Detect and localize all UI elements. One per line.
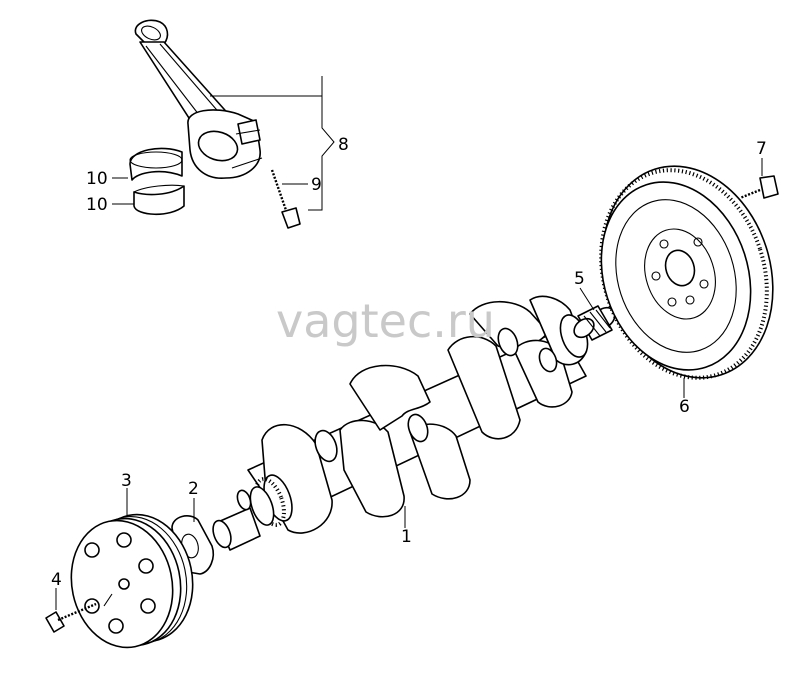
watermark: vagtec.ru [276, 294, 495, 348]
callout-10-upper: 10 [86, 169, 108, 189]
leader-lines [55, 158, 763, 610]
callout-6: 6 [679, 397, 690, 417]
crankshaft [212, 295, 589, 551]
callout-4: 4 [51, 570, 62, 590]
flywheel [599, 165, 774, 380]
bracket-8 [210, 76, 335, 211]
callout-2: 2 [188, 479, 199, 499]
callout-9: 9 [311, 175, 322, 195]
pulley-bolt [45, 602, 97, 633]
callout-1: 1 [401, 527, 412, 547]
connecting-rod [134, 19, 263, 179]
flywheel-bolt [739, 175, 779, 200]
needle-bearing [573, 305, 616, 341]
belt-pulley [70, 513, 194, 649]
callout-7: 7 [756, 139, 767, 159]
callout-10-lower: 10 [86, 195, 108, 215]
bearing-shell-lower [133, 184, 185, 216]
callout-5: 5 [574, 269, 585, 289]
callout-8: 8 [338, 135, 349, 155]
conrod-bolt [270, 169, 301, 229]
bearing-shell-upper [129, 147, 183, 181]
callout-3: 3 [121, 471, 132, 491]
